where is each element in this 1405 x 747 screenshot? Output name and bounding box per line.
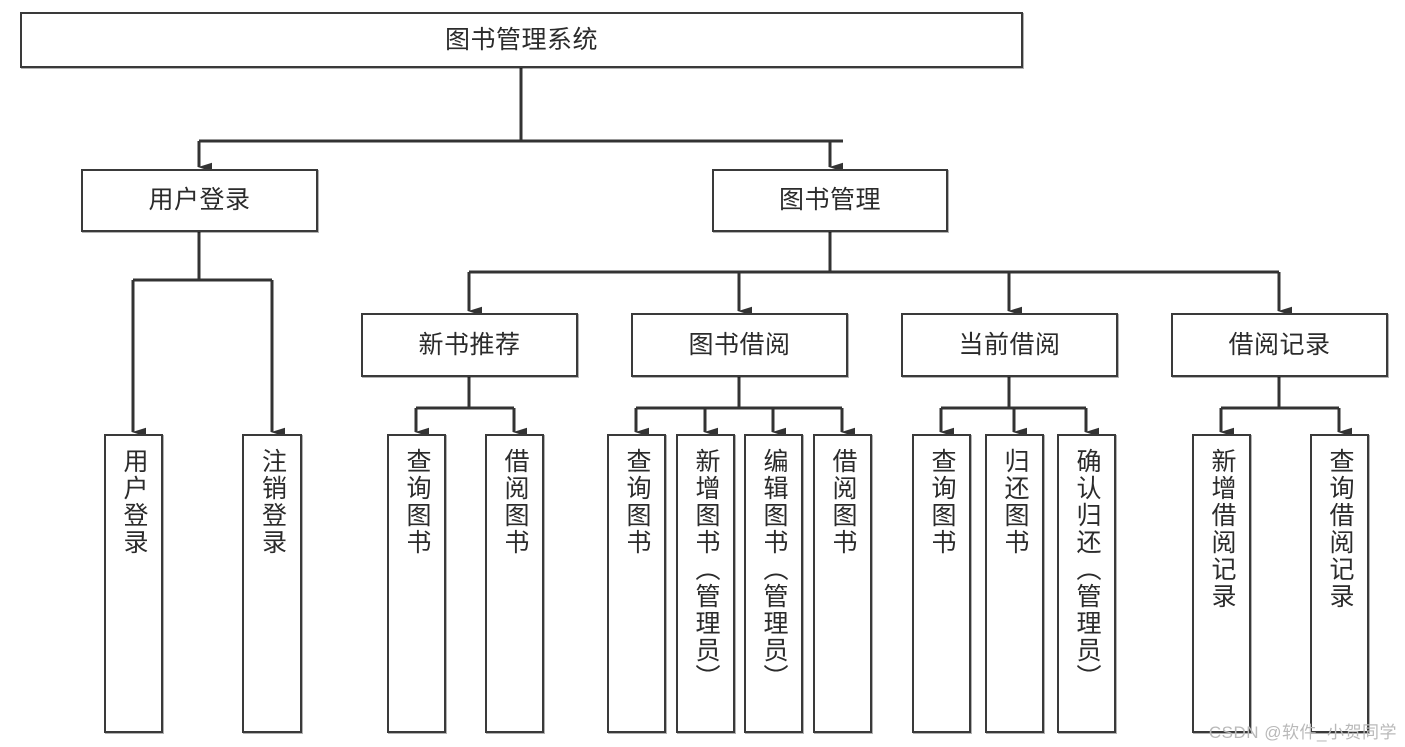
node-label: 新书推荐	[418, 330, 521, 359]
node-leaf-borrow-book-2[interactable]: 借阅图书	[813, 434, 872, 733]
node-label: 图书借阅	[688, 330, 791, 359]
node-label: 编辑图书（管理员）	[760, 448, 788, 691]
node-book-manage[interactable]: 图书管理	[712, 169, 948, 232]
node-leaf-user-login[interactable]: 用户登录	[104, 434, 163, 733]
node-label: 借阅记录	[1228, 330, 1331, 359]
node-label: 查询借阅记录	[1326, 448, 1354, 610]
node-label: 查询图书	[403, 448, 431, 556]
node-root-system[interactable]: 图书管理系统	[20, 12, 1023, 68]
node-label: 用户登录	[120, 448, 148, 556]
node-label: 新增图书（管理员）	[692, 448, 720, 691]
node-label: 借阅图书	[829, 448, 857, 556]
node-label: 借阅图书	[501, 448, 529, 556]
node-label: 新增借阅记录	[1208, 448, 1236, 610]
node-label: 用户登录	[148, 186, 251, 215]
node-leaf-query-book-1[interactable]: 查询图书	[387, 434, 446, 733]
node-leaf-borrow-book-1[interactable]: 借阅图书	[485, 434, 544, 733]
node-borrow-record[interactable]: 借阅记录	[1171, 313, 1388, 377]
node-label: 归还图书	[1001, 448, 1029, 556]
node-label: 查询图书	[623, 448, 651, 556]
node-leaf-add-record[interactable]: 新增借阅记录	[1192, 434, 1251, 733]
node-label: 图书管理系统	[444, 25, 598, 54]
node-label: 图书管理	[778, 186, 881, 215]
node-label: 查询图书	[928, 448, 956, 556]
node-leaf-return-book[interactable]: 归还图书	[985, 434, 1044, 733]
node-label: 当前借阅	[958, 330, 1061, 359]
node-user-login[interactable]: 用户登录	[81, 169, 318, 232]
node-leaf-add-book[interactable]: 新增图书（管理员）	[676, 434, 735, 733]
node-label: 注销登录	[258, 448, 287, 556]
node-leaf-query-record[interactable]: 查询借阅记录	[1310, 434, 1369, 733]
node-current-borrow[interactable]: 当前借阅	[901, 313, 1118, 377]
node-leaf-user-logout[interactable]: 注销登录	[242, 434, 302, 733]
node-leaf-confirm-return[interactable]: 确认归还（管理员）	[1057, 434, 1116, 733]
node-leaf-query-book-2[interactable]: 查询图书	[607, 434, 666, 733]
node-leaf-query-book-3[interactable]: 查询图书	[912, 434, 971, 733]
node-new-book-rec[interactable]: 新书推荐	[361, 313, 578, 377]
node-leaf-edit-book[interactable]: 编辑图书（管理员）	[744, 434, 803, 733]
watermark-text: CSDN @软件_小贺同学	[1208, 723, 1397, 742]
node-book-borrow[interactable]: 图书借阅	[631, 313, 848, 377]
node-label: 确认归还（管理员）	[1073, 448, 1101, 691]
